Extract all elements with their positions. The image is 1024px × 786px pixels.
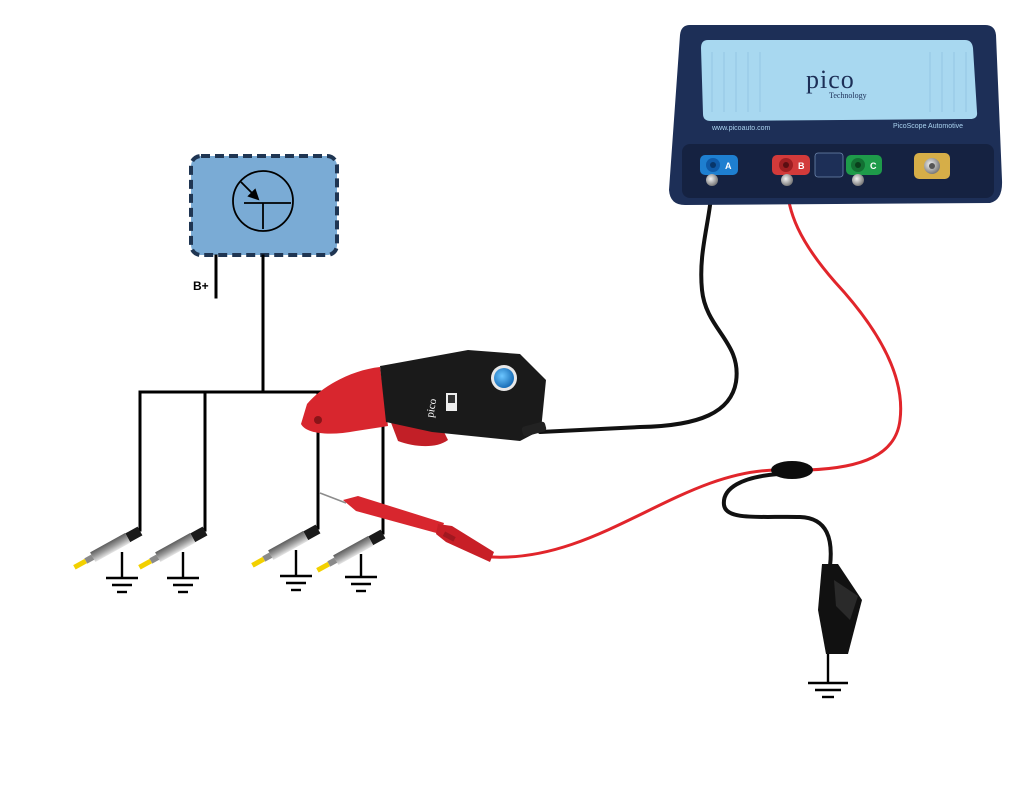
ground-icon bbox=[106, 552, 138, 594]
scope-model: PicoScope Automotive bbox=[893, 123, 963, 130]
bnc-connector-icon bbox=[852, 174, 864, 186]
injector-3 bbox=[251, 524, 321, 568]
ground-icon bbox=[280, 550, 312, 592]
back-probe bbox=[319, 492, 494, 562]
channel-d-input bbox=[914, 153, 950, 179]
scope-url: www.picoauto.com bbox=[711, 125, 771, 132]
channel-c-label: C bbox=[870, 161, 877, 171]
injector-1 bbox=[73, 526, 143, 570]
alligator-clip bbox=[818, 564, 862, 654]
scope-symbol-panel bbox=[814, 152, 844, 178]
lead-junction bbox=[771, 461, 813, 479]
transistor-module bbox=[189, 154, 339, 257]
injector-4 bbox=[316, 529, 386, 573]
ground-lead bbox=[721, 472, 833, 568]
channel-b-input: B bbox=[772, 155, 810, 186]
bnc-connector-icon bbox=[781, 174, 793, 186]
channel-c-input: C bbox=[846, 155, 882, 186]
scope-brand: pico bbox=[806, 65, 855, 94]
channel-b-lead bbox=[785, 180, 903, 472]
channel-b-label: B bbox=[798, 161, 805, 171]
channel-a-input: A bbox=[700, 155, 738, 186]
probe-lead bbox=[490, 468, 780, 559]
clamp-brand: pico bbox=[424, 397, 439, 418]
clamp-cable bbox=[538, 180, 739, 434]
ground-icon bbox=[808, 654, 848, 699]
scope-top-panel bbox=[701, 40, 978, 121]
bnc-connector-icon bbox=[706, 174, 718, 186]
scope-brand-sub: Technology bbox=[829, 91, 867, 100]
ground-icon bbox=[345, 554, 377, 593]
picoscope-device: pico Technology www.picoauto.com PicoSco… bbox=[669, 25, 1003, 205]
channel-a-label: A bbox=[725, 161, 732, 171]
ground-icon bbox=[167, 552, 199, 594]
scope-ridges bbox=[711, 52, 967, 112]
current-clamp: pico bbox=[301, 350, 547, 447]
injector-2 bbox=[138, 526, 208, 570]
supply-label: B+ bbox=[193, 279, 209, 293]
transistor-symbol-icon bbox=[232, 170, 294, 232]
